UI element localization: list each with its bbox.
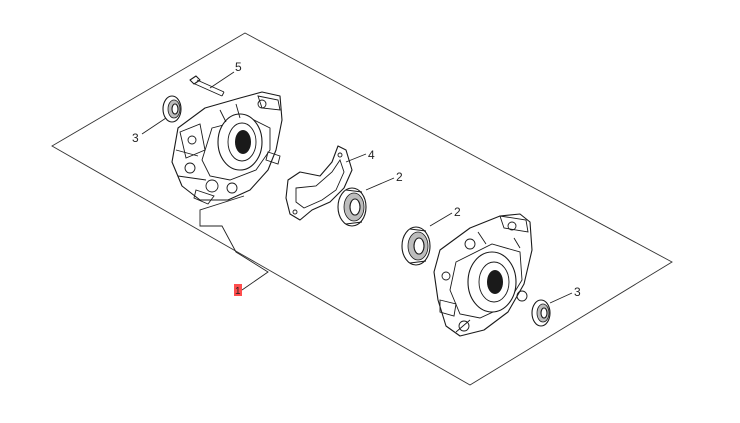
callout-1-label: 1 bbox=[235, 286, 241, 297]
leader-4 bbox=[345, 153, 367, 163]
callout-3-oil-seal-right[interactable]: 3 bbox=[574, 285, 581, 299]
crankcase-half-left[interactable] bbox=[171, 91, 283, 205]
bearing-upper[interactable] bbox=[337, 187, 367, 227]
leader-3-left bbox=[141, 117, 167, 135]
crankcase-half-right[interactable] bbox=[433, 213, 533, 337]
assembly-frame bbox=[51, 32, 673, 386]
gasket[interactable] bbox=[285, 145, 353, 221]
bearing-lower[interactable] bbox=[401, 226, 431, 266]
leader-2-upper bbox=[365, 177, 395, 191]
callout-4-gasket[interactable]: 4 bbox=[368, 148, 375, 162]
leader-5 bbox=[209, 71, 235, 89]
callout-1-highlight bbox=[234, 284, 242, 296]
bolt[interactable] bbox=[189, 75, 225, 97]
oil-seal-right[interactable] bbox=[531, 299, 551, 327]
callout-3-oil-seal-left[interactable]: 3 bbox=[132, 131, 139, 145]
leader-3-right bbox=[549, 292, 573, 304]
callout-2-bearing-lower[interactable]: 2 bbox=[454, 205, 461, 219]
leader-1 bbox=[199, 195, 269, 291]
oil-seal-left[interactable] bbox=[162, 95, 182, 123]
callout-1-crankcase-assembly[interactable]: 1 bbox=[234, 284, 242, 297]
leader-2-lower bbox=[429, 212, 453, 227]
callout-2-bearing-upper[interactable]: 2 bbox=[396, 170, 403, 184]
callout-5-bolt[interactable]: 5 bbox=[235, 60, 242, 74]
